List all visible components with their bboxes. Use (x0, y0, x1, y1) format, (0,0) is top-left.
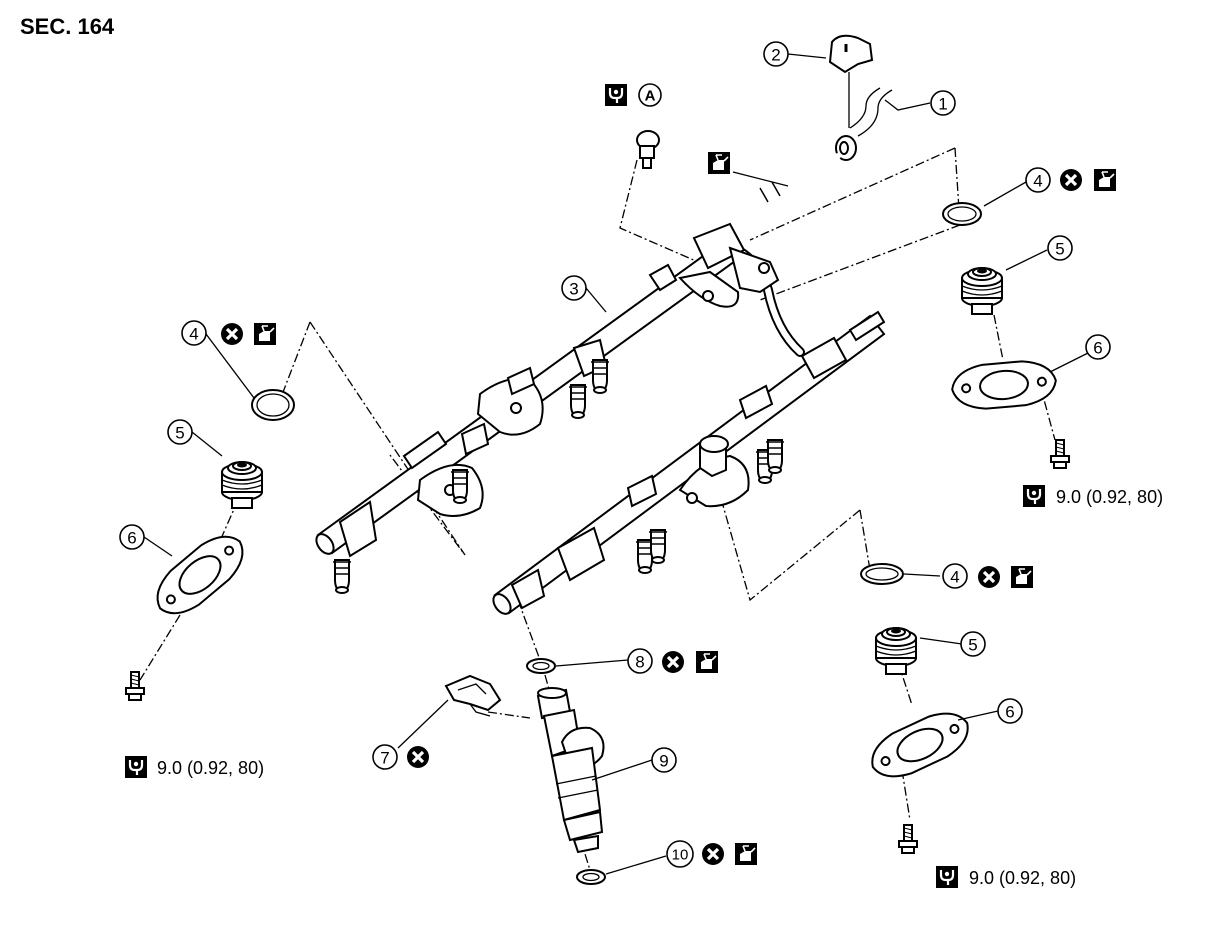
svg-text:5: 5 (175, 424, 184, 443)
callout-3: 3 (561, 275, 587, 301)
svg-text:7: 7 (380, 749, 389, 768)
callout-10: 10 (666, 840, 694, 868)
oil-can-icon (695, 650, 719, 674)
callout-1: 1 (930, 90, 956, 116)
svg-text:4: 4 (189, 325, 198, 344)
callout-6-top-right: 6 (1085, 334, 1111, 360)
do-not-reuse-icon (976, 564, 1002, 590)
gaskets (145, 357, 1059, 788)
svg-text:4: 4 (1033, 172, 1042, 191)
callout-6-bottom-right: 6 (997, 698, 1023, 724)
callout-7: 7 (372, 744, 398, 770)
leader-lines (143, 53, 1099, 875)
callout-2: 2 (763, 41, 789, 67)
oil-can-icon (1093, 168, 1117, 192)
callout-5-bottom-right: 5 (960, 631, 986, 657)
service-bolt-a (636, 130, 660, 169)
callout-5-top-right: 5 (1047, 235, 1073, 261)
svg-text:10: 10 (672, 847, 689, 864)
svg-text:A: A (645, 88, 656, 105)
oil-can-icon (734, 842, 758, 866)
torque-wrench-icon (123, 754, 149, 780)
svg-text:1: 1 (938, 95, 947, 114)
do-not-reuse-icon (1058, 167, 1084, 193)
callout-6-left: 6 (119, 524, 145, 550)
fuel-hose (828, 34, 893, 161)
reference-a-badge: A (638, 83, 662, 107)
svg-text:6: 6 (1093, 339, 1102, 358)
torque-spec-right-bottom: 9.0 (0.92, 80) (934, 864, 1076, 890)
svg-text:6: 6 (127, 529, 136, 548)
torque-value: 9.0 (0.92, 80) (969, 868, 1076, 888)
fuel-rail-front (492, 310, 886, 615)
svg-text:6: 6 (1005, 703, 1014, 722)
svg-text:5: 5 (1055, 240, 1064, 259)
callout-numbers: 1 2 3 4 5 6 4 5 6 4 5 6 7 8 9 10 (119, 41, 1111, 868)
torque-value: 9.0 (0.92, 80) (1056, 487, 1163, 507)
symbol-badges: A (219, 82, 1117, 867)
callout-4-top-right: 4 (1025, 167, 1051, 193)
oil-can-icon (707, 151, 731, 175)
do-not-reuse-icon (405, 744, 431, 770)
callout-5-left: 5 (167, 419, 193, 445)
do-not-reuse-icon (660, 649, 686, 675)
torque-spec-right-top: 9.0 (0.92, 80) (1021, 483, 1163, 509)
oil-can-icon (253, 322, 277, 346)
svg-text:4: 4 (950, 568, 959, 587)
callout-4-left: 4 (181, 320, 207, 346)
svg-text:2: 2 (771, 46, 780, 65)
injector-clip (444, 674, 502, 717)
callout-4-bottom-right: 4 (942, 563, 968, 589)
o-rings (251, 202, 982, 585)
svg-text:9: 9 (659, 752, 668, 771)
torque-wrench-icon (1021, 483, 1047, 509)
torque-wrench-icon (603, 82, 629, 108)
torque-value: 9.0 (0.92, 80) (157, 758, 264, 778)
callout-9: 9 (651, 747, 677, 773)
do-not-reuse-icon (219, 321, 245, 347)
do-not-reuse-icon (700, 841, 726, 867)
svg-text:5: 5 (968, 636, 977, 655)
section-title: SEC. 164 (20, 14, 115, 39)
fuel-injector (526, 658, 606, 885)
oil-can-icon (1010, 565, 1034, 589)
callout-8: 8 (627, 648, 653, 674)
torque-wrench-icon (934, 864, 960, 890)
svg-text:3: 3 (569, 280, 578, 299)
svg-text:8: 8 (635, 653, 644, 672)
torque-spec-left: 9.0 (0.92, 80) (123, 754, 264, 780)
